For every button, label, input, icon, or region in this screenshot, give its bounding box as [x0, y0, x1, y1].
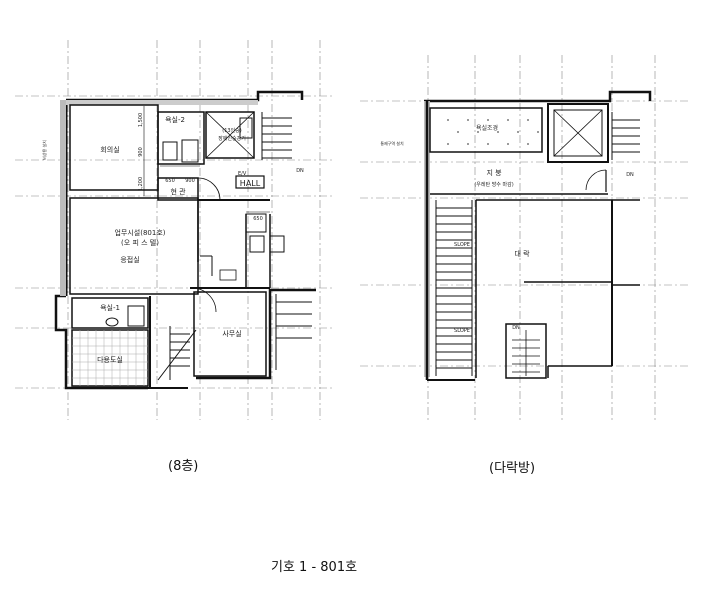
footer-title: 기호 1 - 801호	[271, 560, 358, 575]
room-label-attic: 대 락	[514, 250, 530, 258]
room-label-office-title: 업무시설(801호)	[114, 229, 165, 237]
roof-note: (우레탄 방수 마감)	[474, 181, 513, 188]
dn-label-right-2: DN	[512, 325, 520, 331]
room-label-hall: HALL	[240, 179, 261, 188]
room-label-entrance: 현 관	[170, 187, 186, 196]
dim-2: 900	[138, 147, 144, 157]
hall-mark: E/V	[238, 171, 247, 177]
side-note-left: 비상용 설치	[41, 140, 47, 160]
right-floor-plan	[424, 90, 652, 381]
dim-6: 650	[253, 216, 263, 222]
room-label-multi: 다용도실	[97, 355, 123, 364]
caption-right-plan: (다락방)	[489, 461, 536, 476]
slope-label-1: SLOPE	[454, 242, 470, 248]
room-label-office-sub: (오 피 스 텔)	[121, 238, 159, 247]
left-plan-labels: 회의실 욕실-2 (13인승) 장애인승강기 현 관 E/V HALL 업무시설…	[41, 113, 304, 364]
dim-1: 1,500	[138, 113, 144, 127]
dn-label-right-1: DN	[626, 172, 634, 178]
room-label-rooftop-garden: 욕실조경	[476, 124, 498, 132]
room-label-meeting: 회의실	[100, 145, 119, 154]
room-label-living: 응접실	[120, 255, 139, 264]
room-label-roof: 지 붕	[486, 168, 502, 177]
side-note-right: 통제구역 설치	[380, 140, 404, 146]
dim-4: 650	[165, 178, 175, 184]
caption-left-plan: (8층)	[168, 459, 199, 474]
dn-label-left: DN	[296, 168, 304, 174]
room-label-elevator-capacity: (13인승)	[222, 127, 242, 134]
slope-label-2: SLOPE	[454, 328, 470, 334]
room-label-workroom: 사무실	[222, 329, 241, 338]
room-label-bath2: 욕실-2	[165, 115, 185, 124]
dim-3: 1,200	[138, 177, 144, 191]
room-label-elevator: 장애인승강기	[218, 135, 246, 142]
dim-5: 900	[185, 178, 195, 184]
room-label-bath1: 욕실-1	[100, 303, 120, 312]
right-plan-labels: 욕실조경 지 붕 (우레탄 방수 마감) 대 락 SLOPE SLOPE 통제구…	[380, 124, 634, 334]
left-floor-plan	[54, 90, 316, 390]
